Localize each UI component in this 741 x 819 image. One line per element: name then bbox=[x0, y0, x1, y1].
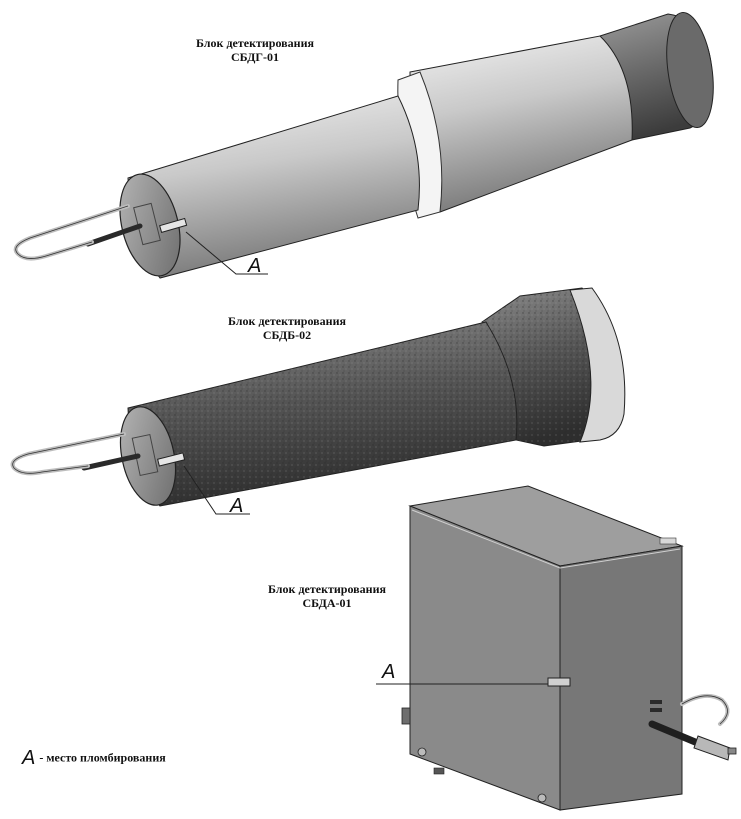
sbda-callout: A bbox=[382, 661, 396, 683]
sbdg-rear-end-cap bbox=[666, 11, 714, 129]
sbdg-wire-loop-outline bbox=[15, 205, 129, 259]
sbdb-title-line2: СБДБ-02 bbox=[262, 328, 312, 342]
sbda-foot-left bbox=[417, 747, 427, 757]
sbda-wire-loop-outline bbox=[681, 695, 728, 725]
detector-sbdb-02 bbox=[10, 287, 626, 515]
sbda-seal bbox=[547, 677, 571, 687]
sbdg-wire-loop bbox=[13, 204, 130, 261]
sbda-cable bbox=[648, 720, 704, 748]
sbda-connector-slot-1 bbox=[650, 700, 662, 704]
detector-sbda-01 bbox=[376, 485, 737, 811]
sbdb-wire-loop-outline bbox=[12, 433, 125, 474]
sbda-foot-right bbox=[537, 793, 547, 803]
sbda-edge-highlight bbox=[411, 509, 681, 569]
sbdg-seal bbox=[159, 217, 188, 234]
sbdg-title-line1: Блок детектирования bbox=[196, 36, 314, 50]
legend-symbol: A bbox=[22, 747, 36, 769]
sbdg-cable bbox=[85, 223, 143, 247]
sbdb-cable bbox=[81, 453, 141, 471]
sbda-plug-tip bbox=[727, 747, 737, 755]
legend-text: - место пломбирования bbox=[39, 750, 166, 765]
sbdb-title-line1: Блок детектирования bbox=[228, 314, 346, 328]
sbda-title: Блок детектирования СБДА-01 bbox=[262, 582, 392, 610]
sbda-label-plate bbox=[659, 537, 677, 545]
sbdg-title: Блок детектирования СБДГ-01 bbox=[190, 36, 320, 64]
sbdg-large-cylinder bbox=[409, 35, 633, 213]
sbdg-callout: A bbox=[248, 255, 262, 277]
sbda-foot-bottom bbox=[433, 767, 445, 775]
sbda-plug bbox=[693, 735, 731, 761]
sbdb-callout: A bbox=[230, 495, 244, 517]
legend: A - место пломбирования bbox=[22, 748, 166, 768]
sbda-title-line1: Блок детектирования bbox=[268, 582, 386, 596]
sbdg-title-line2: СБДГ-01 bbox=[230, 50, 280, 64]
sbdb-title: Блок детектирования СБДБ-02 bbox=[222, 314, 352, 342]
sbdb-end-ring bbox=[569, 287, 626, 443]
sbdb-leader-line bbox=[183, 465, 250, 515]
sbda-right-face bbox=[559, 545, 683, 811]
sbdb-seal bbox=[157, 452, 186, 467]
sbda-title-line2: СБДА-01 bbox=[302, 596, 352, 610]
sbda-connector-slot-2 bbox=[650, 708, 662, 712]
detector-sbdg-01 bbox=[13, 11, 714, 279]
sbdg-leader-line bbox=[185, 231, 268, 275]
sbda-side-bracket bbox=[401, 707, 411, 725]
sbdb-main-texture bbox=[128, 322, 517, 506]
